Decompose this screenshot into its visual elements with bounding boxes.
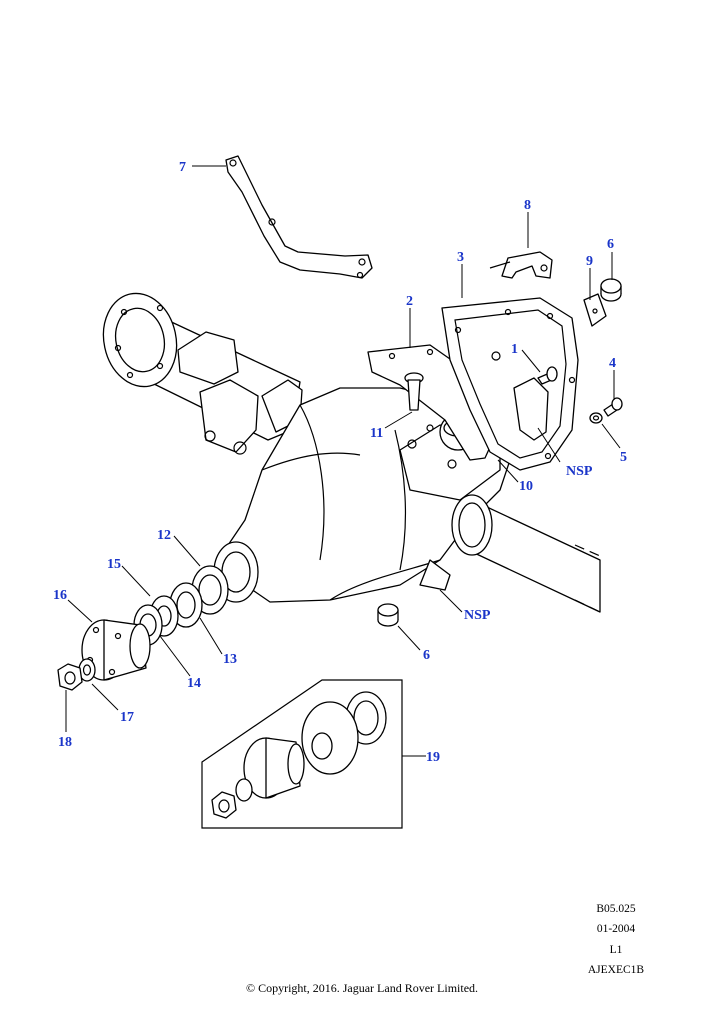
callout-16: 16 [53, 588, 67, 603]
callout-11: 11 [370, 426, 383, 441]
part-3-cover [441, 297, 579, 471]
part-9-plate [583, 293, 607, 327]
part-1-bolt [537, 366, 558, 385]
callout-6-bottom: 6 [423, 648, 430, 663]
leader-lines [65, 165, 621, 757]
callout-1: 1 [511, 342, 518, 357]
callout-18: 18 [58, 735, 72, 750]
pinion-stack [57, 565, 229, 691]
callout-10: 10 [519, 479, 533, 494]
left-axle-tube [102, 292, 303, 455]
callout-3: 3 [457, 250, 464, 265]
callout-15: 15 [107, 557, 121, 572]
callout-13: 13 [223, 652, 237, 667]
part-11-bolt [404, 372, 424, 411]
part-19-kit-inset [201, 679, 403, 829]
callout-nsp-cover: NSP [566, 464, 593, 479]
right-axle-tube [451, 494, 601, 613]
callout-19: 19 [426, 750, 440, 765]
callout-12: 12 [157, 528, 171, 543]
callout-8: 8 [524, 198, 531, 213]
part-8-clip [489, 251, 553, 279]
callout-17: 17 [120, 710, 134, 725]
part-4-5-bolt-washer [589, 397, 623, 424]
diagram-level: L1 [609, 944, 623, 956]
callout-5: 5 [620, 450, 627, 465]
part-6-plug-bottom [377, 603, 399, 627]
callout-14: 14 [187, 676, 201, 691]
copyright-notice: © Copyright, 2016. Jaguar Land Rover Lim… [245, 981, 479, 995]
callout-2: 2 [406, 294, 413, 309]
part-6-plug-top [600, 278, 622, 302]
callout-7: 7 [179, 160, 186, 175]
diagram-code: AJEXEC1B [587, 964, 645, 976]
callout-labels: 7 8 6 3 9 2 1 4 11 5 NSP 10 12 15 16 NSP… [53, 160, 627, 765]
axle-housing [213, 387, 511, 603]
diagram-date: 01-2004 [596, 923, 636, 935]
callout-4: 4 [609, 356, 616, 371]
callout-nsp-housing: NSP [464, 608, 491, 623]
callout-9: 9 [586, 254, 593, 269]
diagram-ref: B05.025 [596, 903, 636, 915]
part-7-bracket [225, 155, 373, 279]
callout-6-top: 6 [607, 237, 614, 252]
